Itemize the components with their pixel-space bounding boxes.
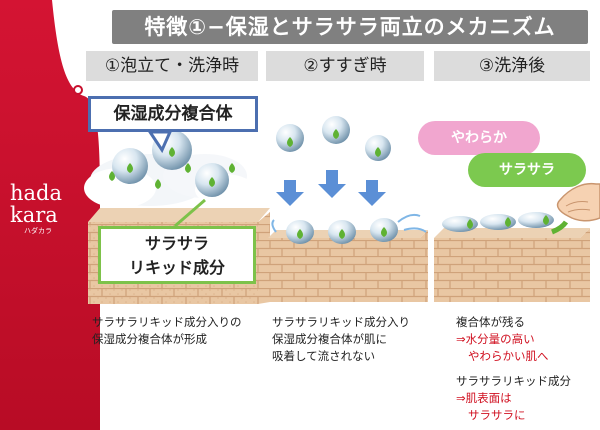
liquid-label-line-1: サラサラ — [144, 234, 209, 253]
column-heading-2: ②すすぎ時 — [266, 51, 424, 81]
caption-2-line-3: 吸着して流されない — [272, 349, 376, 363]
hand-icon — [556, 182, 600, 222]
caption-3-line-4: サラサラリキッド成分 — [456, 374, 571, 388]
brand-kana: ハダカラ — [24, 227, 52, 235]
brand-line-1: hada — [10, 181, 63, 205]
rinse-arrows — [276, 170, 386, 206]
adsorbed-complexes — [271, 213, 427, 244]
caption-1-line-2: 保湿成分複合体が形成 — [92, 332, 207, 346]
slide-title: 特徴①−保湿とサラサラ両立のメカニズム — [112, 10, 588, 44]
smooth-badge: サラサラ — [468, 153, 586, 187]
caption-3-line-3: やわらかい肌へ — [468, 349, 549, 363]
caption-3-line-2: ⇒水分量の高い — [456, 332, 535, 346]
foam-cluster — [84, 130, 255, 208]
liquid-label: サラサラ リキッド成分 — [98, 226, 256, 284]
caption-3-line-5: ⇒肌表面は — [456, 391, 512, 405]
caption-column-3: 複合体が残る ⇒水分量の高い やわらかい肌へ サラサラリキッド成分 ⇒肌表面は … — [456, 314, 571, 424]
column-heading-3: ③洗浄後 — [434, 51, 590, 81]
brand-sidebar — [0, 0, 100, 430]
brand-line-2: kara — [10, 203, 58, 227]
caption-1-line-1: サラサラリキッド成分入りの — [92, 315, 242, 329]
caption-2-line-1: サラサラリキッド成分入り — [272, 315, 410, 329]
liquid-callout-pointer — [174, 198, 206, 228]
soft-badge: やわらか — [418, 121, 540, 155]
liquid-label-line-2: リキッド成分 — [128, 258, 225, 277]
caption-column-1: サラサラリキッド成分入りの 保湿成分複合体が形成 — [92, 314, 242, 348]
complex-callout-pointer — [147, 130, 173, 154]
sidebar-dot — [73, 85, 83, 95]
brand-logo: hada kara ハダカラ — [10, 182, 70, 236]
caption-2-line-2: 保湿成分複合体が肌に — [272, 332, 387, 346]
caption-column-2: サラサラリキッド成分入り 保湿成分複合体が肌に 吸着して流されない — [272, 314, 410, 365]
caption-3-line-6: サラサラに — [468, 408, 526, 422]
complex-label: 保湿成分複合体 — [88, 96, 258, 132]
skin-panel-3 — [434, 228, 590, 302]
residual-complexes — [442, 212, 569, 235]
column-heading-1: ①泡立て・洗浄時 — [86, 51, 258, 81]
caption-3-line-1: 複合体が残る — [456, 315, 525, 329]
rinse-bubbles — [276, 116, 391, 161]
